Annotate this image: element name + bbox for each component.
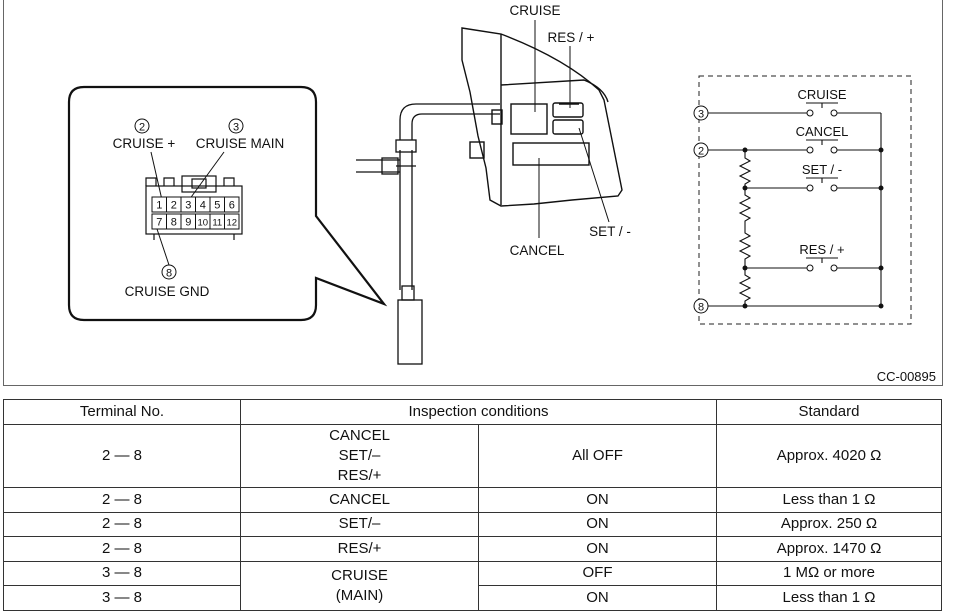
header-standard: Standard [716,399,942,425]
connector-pin-number: 10 [197,218,208,229]
svg-text:CRUISE GND: CRUISE GND [125,284,210,299]
callout-pin-3: 3 CRUISE MAIN [196,118,285,151]
table-row: 3 — 8 CRUISE (MAIN) OFF 1 MΩ or more [3,560,942,611]
table-row: 2 — 8 SET/– ON Approx. 250 Ω [3,511,942,537]
connector-pin-number: 3 [185,200,191,212]
connector-pin-number: 5 [214,200,220,212]
svg-text:8: 8 [698,302,704,314]
label-set-minus: SET / - [589,224,631,239]
connector-pin-number: 4 [200,200,206,212]
connector-pin-number: 9 [185,217,191,229]
table-row: 3 — 8 ON Less than 1 Ω [3,585,942,611]
svg-text:8: 8 [166,268,172,280]
table-row: 2 — 8 CANCEL ON Less than 1 Ω [3,487,942,513]
schematic-label-cancel: CANCEL [796,124,849,139]
schematic-label-set: SET / - [802,162,842,177]
cell-state: ON [478,487,717,513]
inspection-table: Terminal No. Inspection conditions Stand… [3,399,942,611]
connector-pin-number: 8 [171,217,177,229]
label-res-plus: RES / + [548,30,595,45]
schematic-label-res: RES / + [799,242,844,257]
connector-pin-number: 1 [156,200,162,212]
cell-state: All OFF [478,424,717,488]
cell-state: ON [478,536,717,562]
connector-pin-number: 2 [171,200,177,212]
table-row: 2 — 8 CANCEL SET/– RES/+ All OFF Approx.… [3,424,942,488]
svg-text:3: 3 [698,109,704,121]
cell-condition: SET/– [240,511,479,537]
cell-condition: CANCEL SET/– RES/+ [240,424,479,488]
cell-terminal: 3 — 8 [3,560,241,586]
connector-pin [224,196,240,213]
cell-terminal: 3 — 8 [3,585,241,611]
schematic: 3 2 8 CRUISE CANCEL SET / - RES / + [693,75,912,325]
cell-standard: Approx. 250 Ω [716,511,942,537]
svg-text:2: 2 [139,122,145,134]
cell-state: ON [478,585,717,611]
cell-terminal: 2 — 8 [3,487,241,513]
svg-text:2: 2 [698,146,704,158]
header-terminal: Terminal No. [3,399,241,425]
harness [356,103,500,365]
cell-state: OFF [478,560,717,586]
switch-assembly [461,27,623,207]
cell-standard: 1 MΩ or more [716,560,942,586]
connector-12pin [145,175,243,240]
schematic-terminal-8: 8 [693,298,709,314]
cell-condition: CRUISE (MAIN) [240,560,479,611]
connector-pin [224,213,240,230]
schematic-label-cruise: CRUISE [797,87,846,102]
switch-leaders [534,20,610,238]
cell-terminal: 2 — 8 [3,536,241,562]
schematic-terminal-3: 3 [693,105,709,121]
svg-text:CRUISE MAIN: CRUISE MAIN [196,136,285,151]
label-cancel: CANCEL [510,243,565,258]
table-header-row: Terminal No. Inspection conditions Stand… [3,399,942,425]
cell-standard: Approx. 4020 Ω [716,424,942,488]
cell-terminal: 2 — 8 [3,424,241,488]
callout-pin-2: 2 CRUISE + [113,118,176,151]
cell-standard: Less than 1 Ω [716,487,942,513]
svg-text:CRUISE +: CRUISE + [113,136,176,151]
label-cruise: CRUISE [509,3,560,18]
table-row: 2 — 8 RES/+ ON Approx. 1470 Ω [3,536,942,562]
svg-text:3: 3 [233,122,239,134]
cell-condition: RES/+ [240,536,479,562]
schematic-terminal-2: 2 [693,142,709,158]
cell-state: ON [478,511,717,537]
figure-id: CC-00895 [877,369,936,384]
header-conditions: Inspection conditions [240,399,717,425]
cell-standard: Less than 1 Ω [716,585,942,611]
connector-pin-number: 6 [229,200,235,212]
cell-terminal: 2 — 8 [3,511,241,537]
cell-standard: Approx. 1470 Ω [716,536,942,562]
connector-pin-number: 11 [212,218,222,229]
cell-condition: CANCEL [240,487,479,513]
connector-pin-number: 12 [226,218,237,229]
connector-pin-number: 7 [156,217,162,229]
